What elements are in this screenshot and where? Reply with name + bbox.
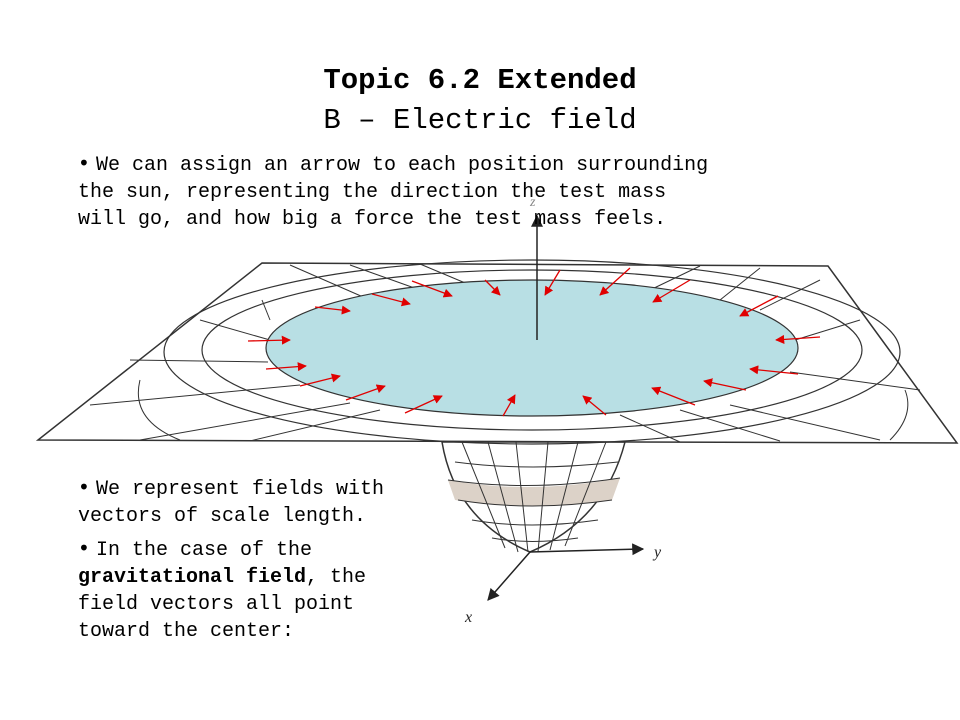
field-vector: [739, 295, 779, 317]
p2-line-2: vectors of scale length.: [78, 505, 367, 528]
field-vector: [599, 267, 631, 296]
field-vector: [314, 305, 351, 315]
gravity-well-bowl: [441, 441, 626, 553]
field-vector: [404, 395, 443, 414]
field-vector: [651, 386, 696, 406]
p2-line-1: We represent fields with: [96, 478, 385, 501]
field-vector: [775, 334, 821, 344]
paragraph-gravitational-field: • In the case of the gravitational field,…: [78, 535, 366, 645]
slide-title: Topic 6.2 Extended: [323, 64, 637, 97]
bullet-icon: •: [78, 151, 90, 175]
axis-label-y: y: [652, 544, 662, 561]
paragraph-field-arrows: • We can assign an arrow to each position…: [78, 150, 838, 233]
p3-line-4: toward the center:: [78, 620, 295, 643]
bullet-icon: •: [78, 475, 90, 499]
p3-line-3: field vectors all point: [78, 593, 355, 616]
axes: y x: [464, 543, 662, 626]
bullet-icon: •: [78, 536, 90, 560]
axis-label-x: x: [464, 609, 472, 626]
field-vector: [502, 394, 516, 417]
axis-label-z: z: [529, 195, 536, 210]
p1-line-1: We can assign an arrow to each position …: [96, 154, 709, 177]
field-vector: [371, 293, 411, 307]
field-vector: [265, 362, 307, 372]
p3-lead: In the case of the: [96, 539, 313, 562]
field-vectors: [247, 267, 821, 417]
field-vector: [703, 378, 747, 391]
field-vector: [652, 279, 691, 303]
p1-line-2: the sun, representing the direction the …: [78, 181, 667, 204]
z-axis: z: [529, 195, 543, 340]
field-vector: [299, 373, 341, 387]
paragraph-vectors: • We represent fields with vectors of sca…: [78, 474, 384, 530]
p3-bold-term: gravitational field: [78, 566, 307, 589]
field-vector: [484, 279, 501, 296]
field-vector: [345, 384, 386, 401]
p1-line-3: will go, and how big a force the test ma…: [78, 208, 667, 231]
field-vector: [749, 365, 799, 375]
field-vector: [247, 335, 291, 345]
test-region-disk: [265, 279, 799, 417]
space-sheet: [35, 259, 959, 445]
p3-rest-1: , the: [306, 566, 367, 589]
slide-subtitle: B – Electric field: [323, 104, 637, 137]
field-vector: [544, 269, 561, 296]
field-vector: [582, 395, 607, 416]
field-vector: [411, 280, 453, 298]
